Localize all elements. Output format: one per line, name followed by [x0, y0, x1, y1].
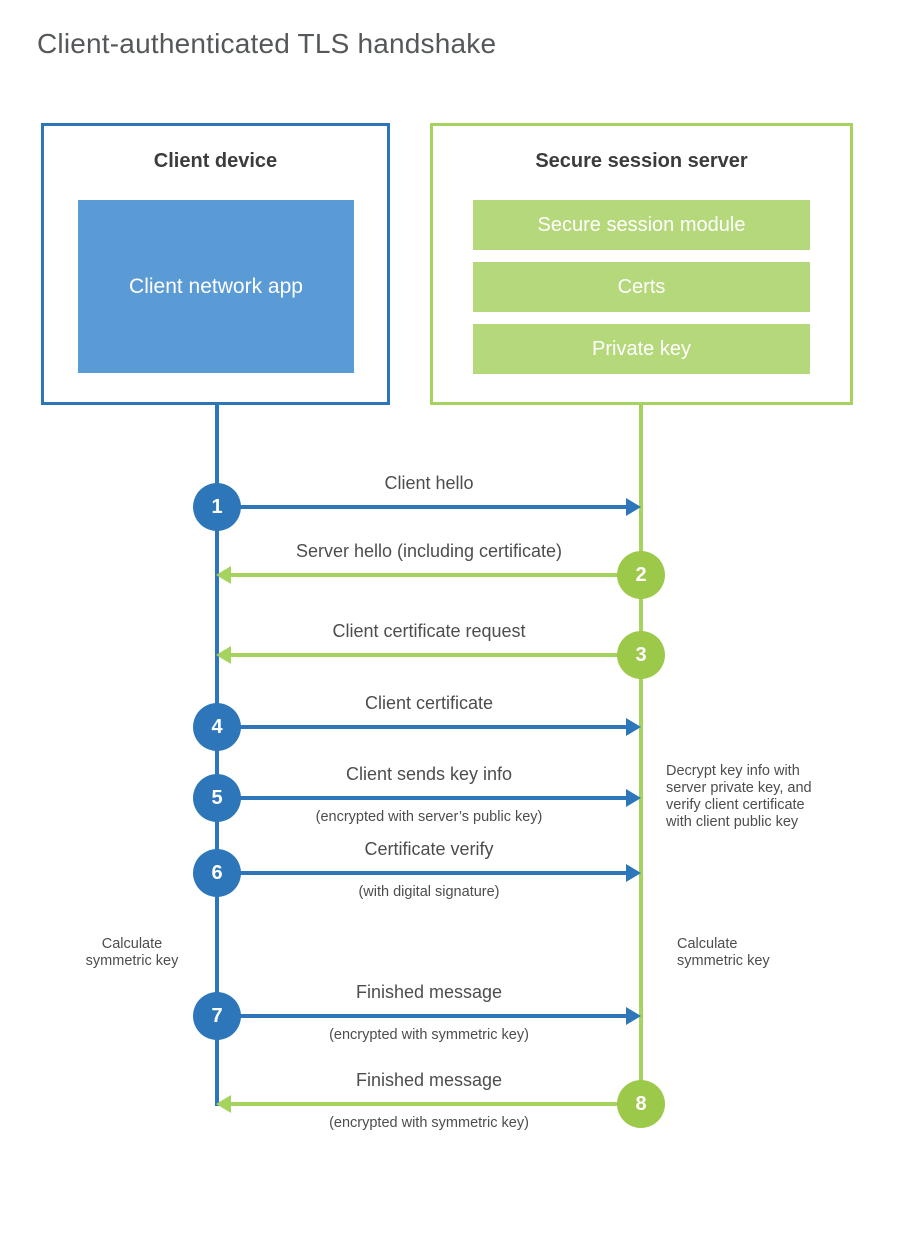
arrow-line-step-7 — [217, 1014, 626, 1018]
arrow-line-step-8 — [231, 1102, 641, 1106]
arrow-head-step-3 — [216, 646, 231, 664]
arrow-line-step-2 — [231, 573, 641, 577]
step-circle-3: 3 — [617, 631, 665, 679]
step-circle-1: 1 — [193, 483, 241, 531]
step-label-2: Server hello (including certificate) — [295, 541, 563, 561]
step-circle-5: 5 — [193, 774, 241, 822]
step-label-7: Finished message — [355, 982, 503, 1002]
arrow-head-step-8 — [216, 1095, 231, 1113]
arrow-head-step-6 — [626, 864, 641, 882]
client-lifeline — [215, 405, 219, 1106]
step-label-5: Client sends key info — [345, 764, 513, 784]
step-label-8: Finished message — [355, 1070, 503, 1090]
step-circle-8: 8 — [617, 1080, 665, 1128]
server-module-private-key: Private key — [473, 324, 810, 374]
client-network-app-box: Client network app — [78, 200, 354, 373]
diagram-title: Client-authenticated TLS handshake — [37, 28, 497, 59]
arrow-line-step-6 — [217, 871, 626, 875]
server-module-secure-session-module: Secure session module — [473, 200, 810, 250]
client-device-title: Client device — [153, 150, 278, 172]
step-circle-6: 6 — [193, 849, 241, 897]
step-sublabel-7: (encrypted with symmetric key) — [329, 1027, 529, 1043]
arrow-line-step-3 — [231, 653, 641, 657]
step-circle-4: 4 — [193, 703, 241, 751]
arrow-head-step-2 — [216, 566, 231, 584]
arrow-head-step-1 — [626, 498, 641, 516]
arrow-head-step-4 — [626, 718, 641, 736]
step-circle-7: 7 — [193, 992, 241, 1040]
secure-session-server-title: Secure session server — [535, 150, 748, 172]
step-label-6: Certificate verify — [364, 839, 494, 859]
arrow-line-step-4 — [217, 725, 626, 729]
arrow-head-step-7 — [626, 1007, 641, 1025]
step-sublabel-8: (encrypted with symmetric key) — [329, 1115, 529, 1131]
arrow-line-step-1 — [217, 505, 626, 509]
step-sublabel-6: (with digital signature) — [358, 884, 500, 900]
step-circle-2: 2 — [617, 551, 665, 599]
server-lifeline — [639, 405, 643, 1106]
arrow-line-step-5 — [217, 796, 626, 800]
step-label-4: Client certificate — [364, 693, 494, 713]
client-network-app-label: Client network app — [129, 275, 303, 298]
step-label-3: Client certificate request — [332, 621, 526, 641]
server-module-certs: Certs — [473, 262, 810, 312]
arrow-head-step-5 — [626, 789, 641, 807]
step-sublabel-5: (encrypted with server’s public key) — [315, 809, 543, 825]
step-label-1: Client hello — [384, 473, 474, 493]
